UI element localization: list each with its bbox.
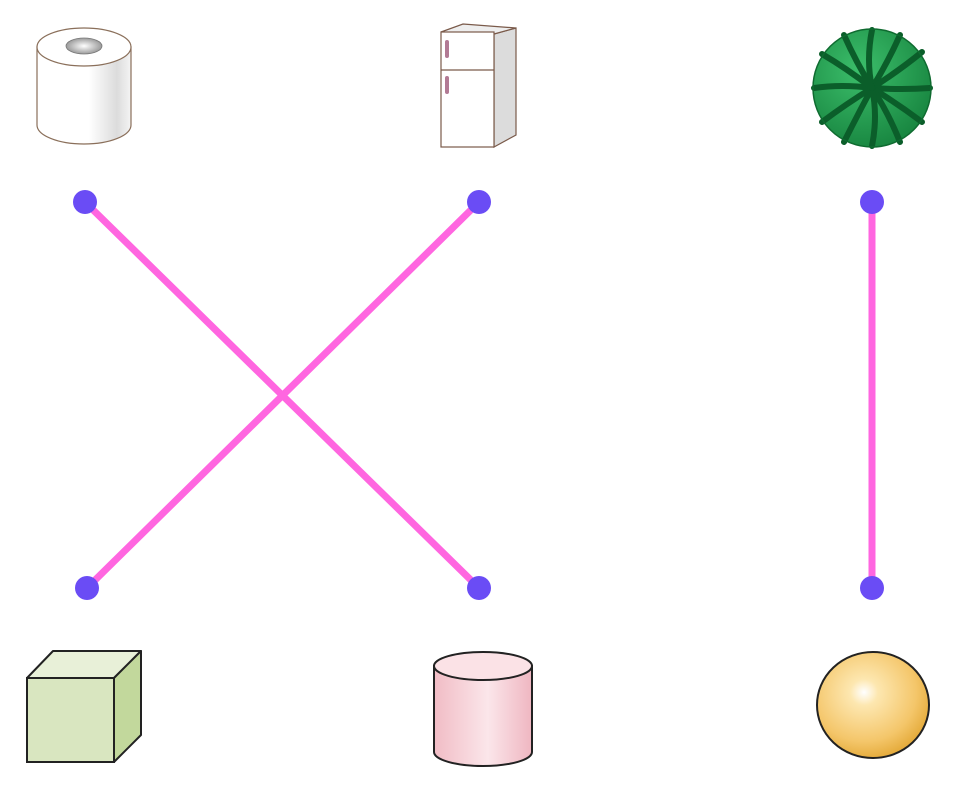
cube-icon — [26, 650, 142, 763]
dot-cylinder[interactable] — [467, 576, 491, 600]
match-lines — [81, 198, 876, 592]
match-line-refrigerator-cube — [83, 198, 483, 592]
dot-watermelon[interactable] — [860, 190, 884, 214]
refrigerator-icon — [440, 23, 517, 149]
toilet-paper-roll-icon — [36, 27, 132, 145]
cylinder-icon — [433, 651, 533, 767]
sphere-icon — [816, 651, 930, 759]
dot-toilet-paper[interactable] — [73, 190, 97, 214]
dot-refrigerator[interactable] — [467, 190, 491, 214]
dot-cube[interactable] — [75, 576, 99, 600]
match-dots — [73, 190, 884, 600]
dot-sphere[interactable] — [860, 576, 884, 600]
watermelon-icon — [811, 27, 933, 149]
